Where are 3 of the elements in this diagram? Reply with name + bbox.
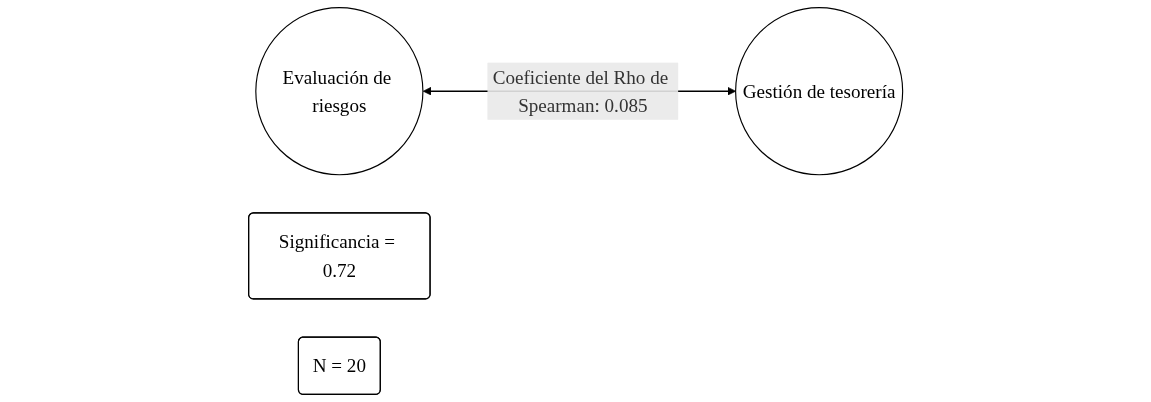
node-circle: Evaluación de riesgos <box>255 7 424 176</box>
node-circle: Gestión de tesorería <box>734 7 904 176</box>
edge-label: Coeficiente del Rho de Spearman: 0.085 <box>492 66 669 117</box>
